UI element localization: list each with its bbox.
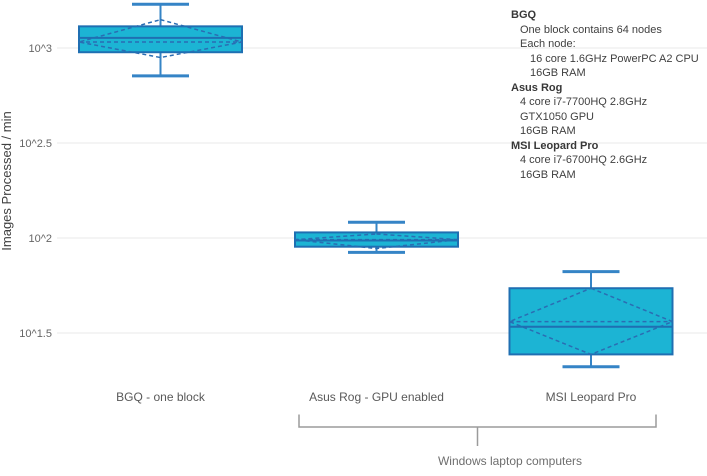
legend-line: 16GB RAM (520, 125, 576, 137)
legend-line: GTX1050 GPU (520, 110, 594, 123)
legend-line: 4 core i7-6700HQ 2.6GHz (520, 154, 648, 166)
legend-section-title: Asus Rog (511, 81, 563, 94)
legend-line: Each node: (520, 38, 576, 50)
y-tick-label: 10^2.5 (19, 138, 52, 150)
bracket-label: Windows laptop computers (437, 454, 583, 468)
y-tick-label: 10^1.5 (19, 328, 52, 340)
legend-line: 16GB RAM (520, 168, 576, 181)
y-axis-title: Images Processed / min (0, 111, 14, 250)
legend-line: 4 core i7-7700HQ 2.8GHz (520, 96, 648, 108)
box-1[interactable] (78, 25, 243, 54)
legend-section-title: MSI Leopard Pro (511, 139, 599, 152)
legend-line: 16 core 1.6GHz PowerPC A2 CPU (530, 52, 699, 65)
x-category-label: BGQ - one block (116, 390, 206, 404)
x-category-label: Asus Rog - GPU enabled (309, 390, 444, 404)
legend-section-title: BGQ (511, 9, 537, 21)
bracket (298, 414, 657, 428)
confidence-diamond (507, 287, 675, 356)
legend-line: One block contains 64 nodes (520, 23, 662, 36)
x-category-label: MSI Leopard Pro (546, 390, 637, 404)
confidence-diamond (78, 18, 243, 59)
legend-line: 16GB RAM (530, 67, 586, 79)
confidence-diamond (294, 233, 459, 250)
y-tick-label: 10^2 (28, 233, 52, 245)
y-tick-label: 10^3 (28, 43, 52, 55)
